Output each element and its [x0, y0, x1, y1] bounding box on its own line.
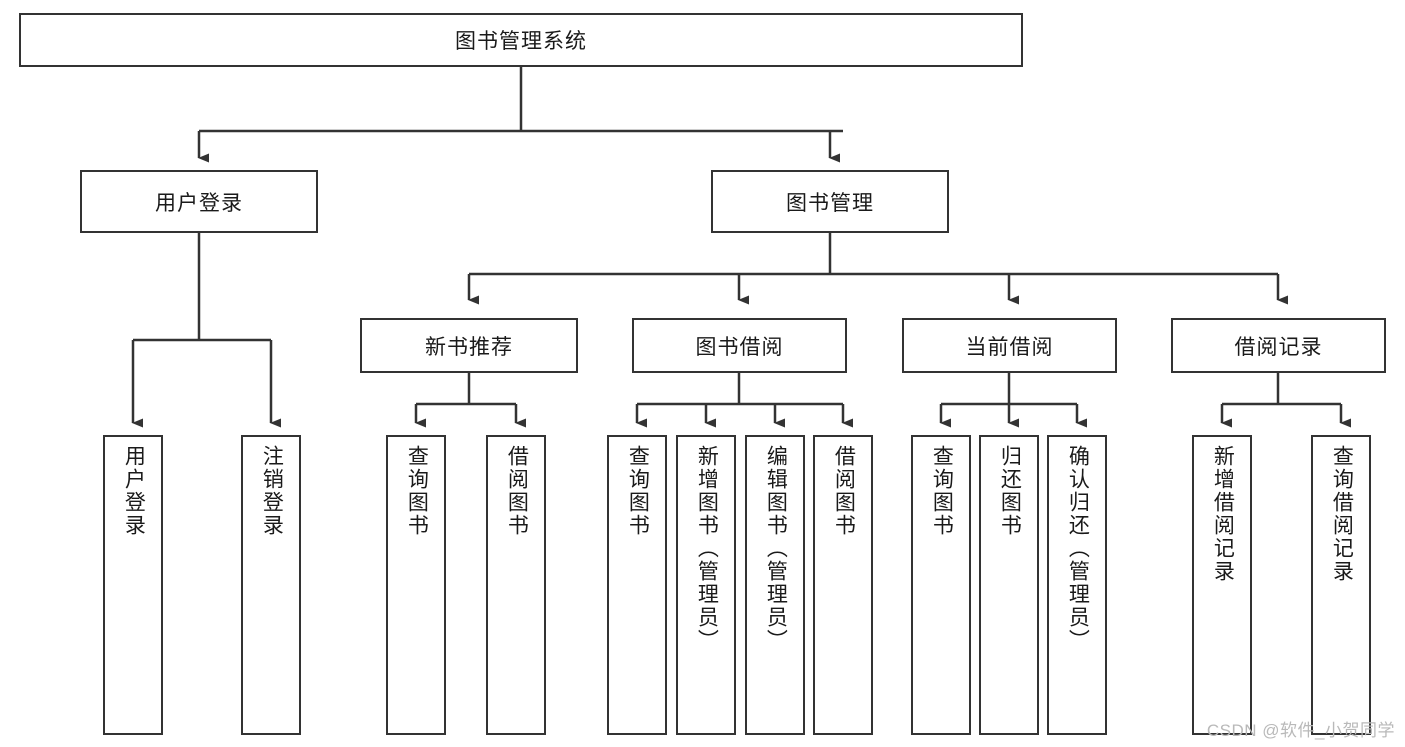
node-label: 用户登录 — [155, 191, 243, 215]
leaf-new-book-borrow[interactable]: 借阅图书 — [486, 435, 546, 735]
node-borrow-record[interactable]: 借阅记录 — [1171, 318, 1386, 373]
leaf-user-login-signout[interactable]: 注销登录 — [241, 435, 301, 735]
leaf-book-borrow-edit[interactable]: 编辑图书（管理员） — [745, 435, 805, 735]
node-label: 查询图书 — [626, 445, 650, 537]
watermark-text: CSDN @软件_小贺同学 — [1206, 721, 1395, 740]
node-label: 用户登录 — [122, 445, 146, 537]
node-book-borrow[interactable]: 图书借阅 — [632, 318, 847, 373]
node-label: 确认归还（管理员） — [1066, 445, 1090, 652]
node-label: 图书管理系统 — [455, 30, 587, 53]
node-book-management[interactable]: 图书管理 — [711, 170, 949, 233]
node-label: 编辑图书（管理员） — [764, 445, 788, 652]
node-label: 归还图书 — [998, 445, 1022, 537]
node-label: 新书推荐 — [425, 335, 513, 359]
node-root-system[interactable]: 图书管理系统 — [19, 13, 1023, 67]
node-new-book-recommend[interactable]: 新书推荐 — [360, 318, 578, 373]
node-label: 借阅图书 — [832, 445, 856, 537]
leaf-user-login-signin[interactable]: 用户登录 — [103, 435, 163, 735]
leaf-borrow-record-query[interactable]: 查询借阅记录 — [1311, 435, 1371, 735]
node-label: 新增图书（管理员） — [695, 445, 719, 652]
leaf-book-borrow-query[interactable]: 查询图书 — [607, 435, 667, 735]
node-label: 借阅图书 — [505, 445, 529, 537]
node-label: 图书借阅 — [695, 335, 784, 359]
leaf-new-book-query[interactable]: 查询图书 — [386, 435, 446, 735]
node-label: 注销登录 — [260, 445, 284, 537]
node-label: 查询借阅记录 — [1330, 445, 1354, 583]
node-label: 查询图书 — [930, 445, 954, 537]
leaf-current-borrow-confirm-return[interactable]: 确认归还（管理员） — [1047, 435, 1107, 735]
node-label: 查询图书 — [405, 445, 429, 537]
node-label: 当前借阅 — [965, 335, 1054, 359]
node-label: 新增借阅记录 — [1211, 445, 1235, 583]
leaf-borrow-record-add[interactable]: 新增借阅记录 — [1192, 435, 1252, 735]
node-current-borrow[interactable]: 当前借阅 — [902, 318, 1117, 373]
node-label: 图书管理 — [786, 191, 874, 215]
leaf-book-borrow-lend[interactable]: 借阅图书 — [813, 435, 873, 735]
node-label: 借阅记录 — [1234, 335, 1323, 359]
node-user-login[interactable]: 用户登录 — [80, 170, 318, 233]
leaf-book-borrow-add[interactable]: 新增图书（管理员） — [676, 435, 736, 735]
leaf-current-borrow-query[interactable]: 查询图书 — [911, 435, 971, 735]
leaf-current-borrow-return[interactable]: 归还图书 — [979, 435, 1039, 735]
